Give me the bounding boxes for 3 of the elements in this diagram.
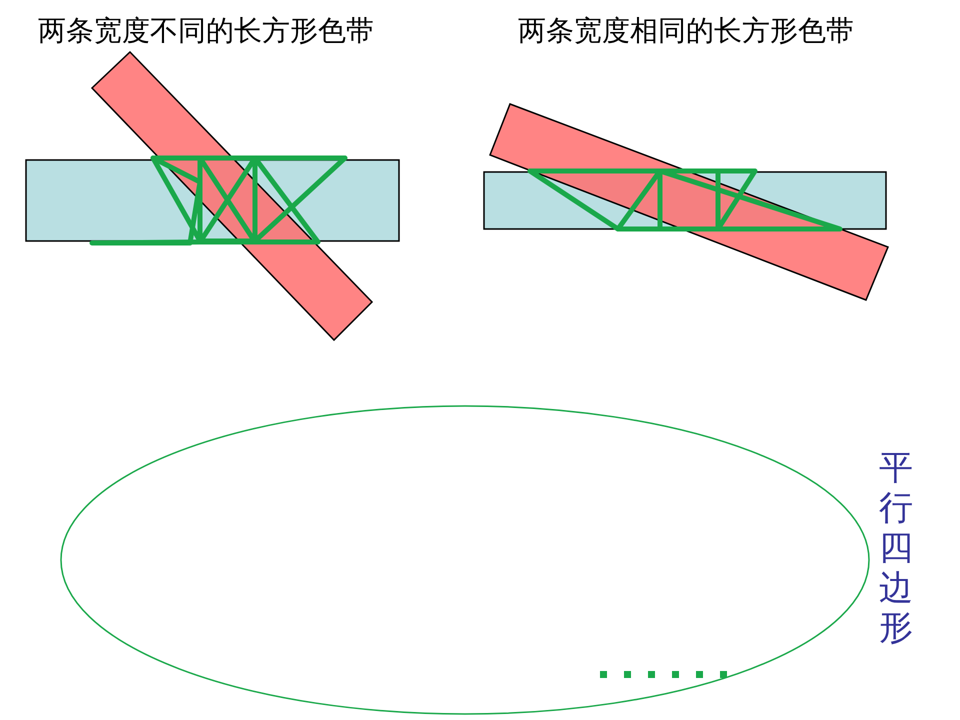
heading: 两条宽度相同的长方形色带 <box>518 13 854 49</box>
heading: 两条宽度不同的长方形色带 <box>38 13 374 49</box>
vertical-label: 平行四边形 <box>878 448 914 648</box>
